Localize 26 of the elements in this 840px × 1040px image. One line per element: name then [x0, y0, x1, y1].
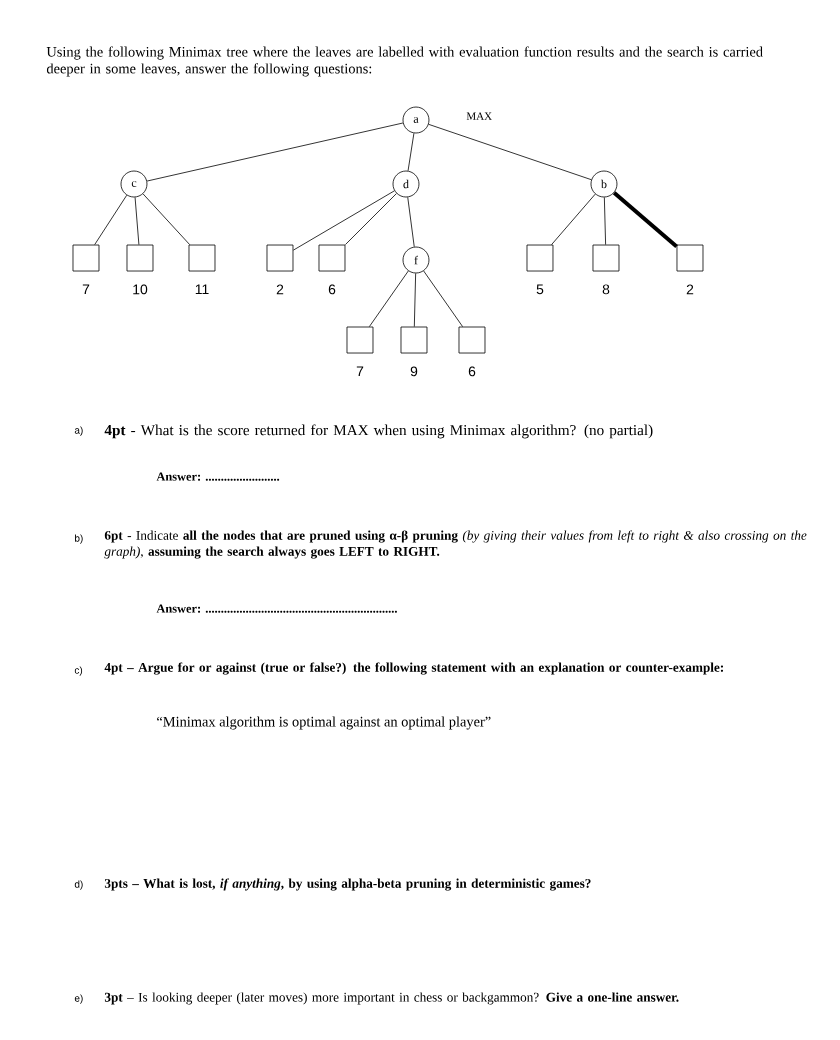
tree-edge	[345, 193, 397, 245]
tree-edge	[423, 270, 463, 327]
tree-edge	[134, 196, 140, 245]
leaf-box	[188, 244, 216, 272]
tree-edge	[407, 132, 415, 172]
leaf-box	[676, 244, 704, 272]
tree-edge	[94, 194, 128, 245]
leaf-box	[526, 244, 554, 272]
leaf-box	[458, 326, 486, 354]
tree-edge	[612, 191, 678, 248]
tree-edge	[603, 197, 606, 245]
tree-edge	[428, 123, 592, 181]
leaf-box	[400, 326, 428, 354]
tree-edge	[368, 270, 409, 327]
leaf-box	[592, 244, 620, 272]
tree-edge	[551, 193, 596, 245]
tree-edge	[146, 122, 404, 182]
leaf-box	[266, 244, 294, 272]
tree-edge	[407, 196, 415, 248]
leaf-box	[346, 326, 374, 354]
tree-edge	[142, 193, 191, 245]
tree-edge	[413, 273, 417, 327]
leaf-box	[318, 244, 346, 272]
leaf-box	[72, 244, 100, 272]
leaf-box	[126, 244, 154, 272]
tree-edge	[293, 190, 395, 251]
